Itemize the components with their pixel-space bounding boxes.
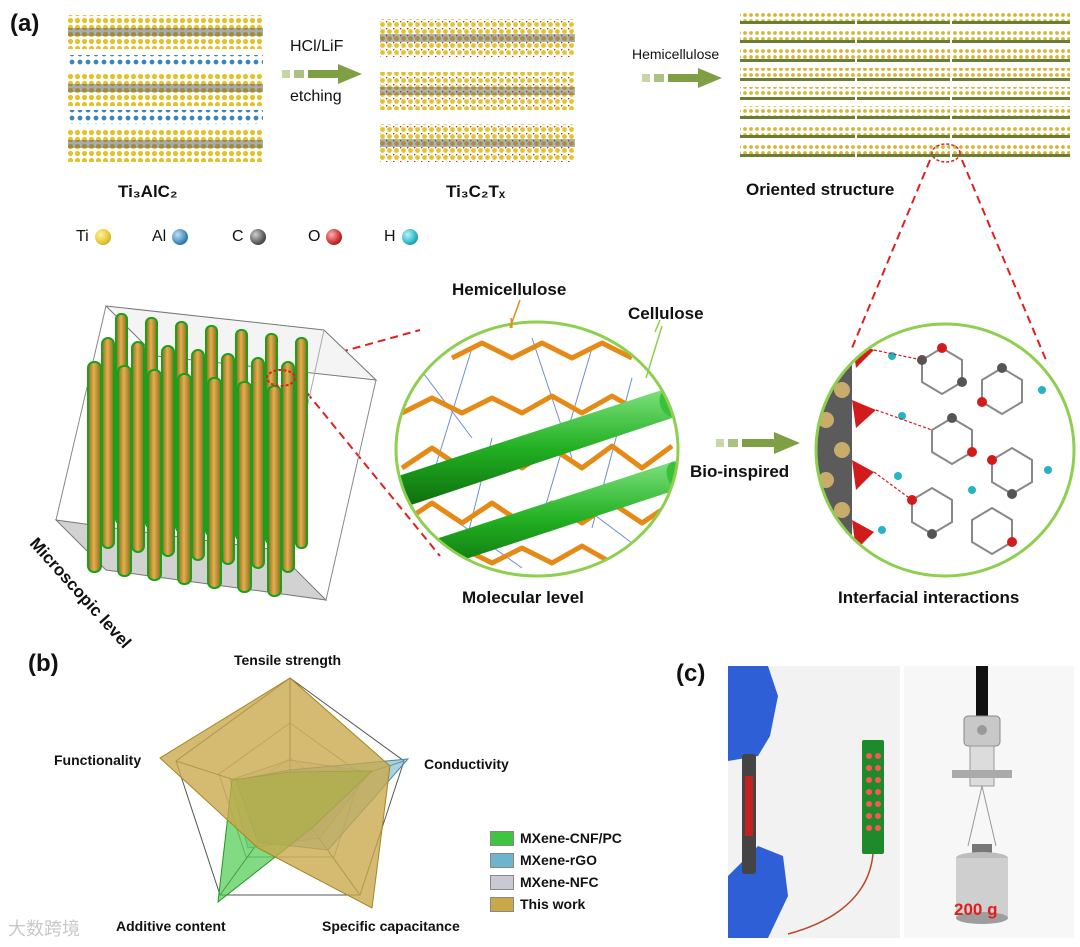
cellulose-label: Cellulose [628,304,704,323]
atom-key-h: H [384,228,418,246]
legend-swatch-mxene-rgo [490,852,514,868]
bio-inspired-arrow [716,432,800,454]
arrow2-top-label: Hemicellulose [632,46,720,62]
legend-swatch-mxene-cnf [490,830,514,846]
hemicellulose-label: Hemicellulose [452,280,567,299]
radar-axis-conductivity: Conductivity [424,756,509,772]
mxene-caption: Ti₃C₂Tₓ [446,182,506,201]
panel-c-label: (c) [676,660,706,687]
ti-atom-icon [94,229,111,245]
led-demo-photo [728,666,900,938]
weight-label: 200 g [954,900,998,919]
radar-axis-tensile: Tensile strength [234,652,342,668]
atom-key-ti: Ti [76,228,111,246]
legend-label-mxene-rgo: MXene-rGO [520,852,598,868]
interfacial-label: Interfacial interactions [838,588,1020,607]
legend-swatch-mxene-nfc [490,874,514,890]
legend-label-this-work: This work [520,896,586,912]
atom-key-ti-label: Ti [76,228,89,245]
hemicellulose-arrow [642,68,722,88]
legend-label-mxene-cnf: MXene-CNF/PC [520,830,622,846]
radar-axis-additive: Additive content [116,918,226,934]
etching-arrow [282,64,362,84]
radar-chart [159,677,410,909]
panel-a-label: (a) [10,10,40,37]
o-atom-icon [326,229,343,245]
molecular-leader-lines [509,299,661,332]
bio-inspired-label: Bio-inspired [690,462,790,481]
radar-axis-capacitance: Specific capacitance [322,918,460,934]
atom-key-o: O [308,228,343,246]
al-atom-icon [172,229,189,245]
radar-axis-functionality: Functionality [54,752,142,768]
c-atom-icon [249,229,266,245]
arrow1-top-label: HCl/LiF [290,38,344,55]
atom-key-h-label: H [384,228,396,245]
microscopic-cylinders [54,305,378,601]
mxene-structure [380,19,575,162]
atom-key-c-label: C [232,228,244,245]
max-phase-structure [68,15,263,162]
atom-key-al-label: Al [152,228,167,245]
legend-item-this-work: This work [490,896,585,912]
atom-key-al: Al [152,228,189,246]
legend-swatch-this-work [490,896,514,912]
oriented-caption: Oriented structure [746,180,895,199]
max-phase-caption: Ti₃AlC₂ [118,182,178,201]
atom-key-c: C [232,228,266,246]
legend-item-mxene-nfc: MXene-NFC [490,874,599,890]
oriented-structure [740,10,1070,163]
molecular-circle [394,318,680,578]
weight-demo-photo [904,666,1074,938]
h-atom-icon [401,229,418,245]
panel-b-label: (b) [28,650,59,677]
legend-label-mxene-nfc: MXene-NFC [520,874,599,890]
legend-item-mxene-cnf: MXene-CNF/PC [490,830,622,846]
legend-item-mxene-rgo: MXene-rGO [490,852,597,868]
arrow1-bottom-label: etching [290,88,342,105]
watermark: 大数跨境 [8,919,80,939]
interfacial-circle [814,322,1076,578]
radar-series-this-work [159,677,391,909]
atom-key-o-label: O [308,228,321,245]
molecular-label: Molecular level [462,588,584,607]
